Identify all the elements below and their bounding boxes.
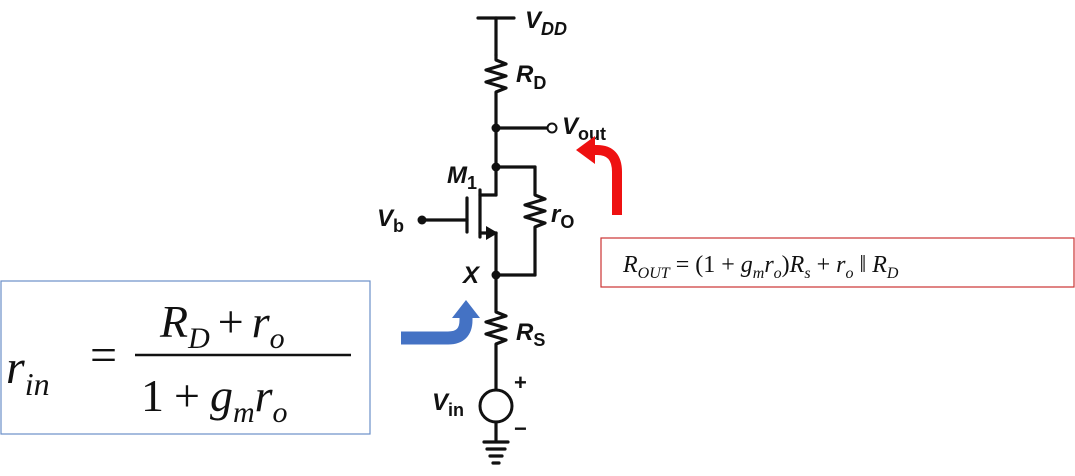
vb-input: Vb xyxy=(377,205,469,236)
rin-numerator: RD+ro xyxy=(159,296,285,355)
vdd-rail: VDD xyxy=(476,7,567,57)
rin-arrow-icon xyxy=(401,300,480,345)
rout-formula: ROUT=(1 +gmro)Rs+ro‖RD xyxy=(622,252,899,282)
rin-denominator: 1+gmro xyxy=(141,370,288,429)
vout-node: Vout xyxy=(491,113,606,144)
rout-arrow-icon xyxy=(576,136,622,215)
resistor-rd: RD xyxy=(484,53,546,130)
transistor-m1: M1 xyxy=(447,162,498,277)
ground-icon xyxy=(482,440,510,465)
vin-label: Vin xyxy=(432,389,464,420)
resistor-rs: RS xyxy=(484,273,545,392)
vout-label: Vout xyxy=(562,113,606,144)
plus-sign: + xyxy=(514,370,527,395)
rs-label: RS xyxy=(516,319,545,350)
vin-source: Vin + − xyxy=(432,370,527,442)
rd-label: RD xyxy=(516,61,546,93)
rin-equation: rin = RD+ro 1+gmro xyxy=(0,280,371,435)
rin-equation-box xyxy=(0,280,371,435)
rin-equals: = xyxy=(90,329,117,382)
rout-equation: ROUT=(1 +gmro)Rs+ro‖RD xyxy=(600,237,1075,288)
source-arrow-icon xyxy=(486,226,498,240)
m1-label: M1 xyxy=(447,162,477,193)
vdd-label: VDD xyxy=(525,7,567,39)
rout-equation-box xyxy=(600,237,1075,288)
ro-label: rO xyxy=(551,201,574,232)
x-label: X xyxy=(461,262,481,289)
minus-sign: − xyxy=(514,416,527,441)
resistor-ro: rO xyxy=(494,165,574,277)
vb-label: Vb xyxy=(377,205,404,236)
rin-lhs: rin xyxy=(6,341,50,402)
